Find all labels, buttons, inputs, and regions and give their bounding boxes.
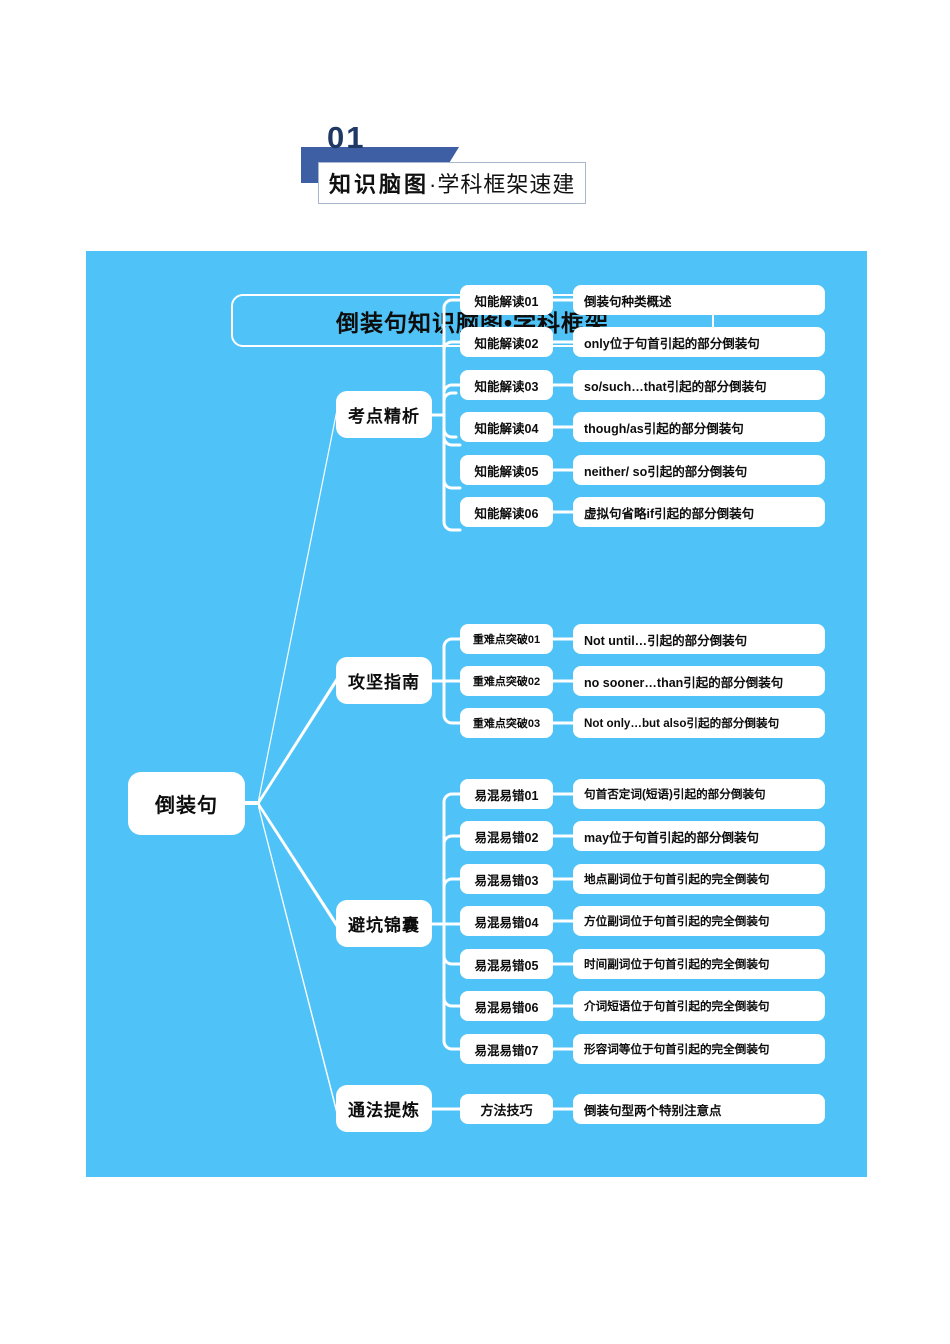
mid-node-1-2[interactable]: 知能解读02 [460, 327, 553, 357]
mid-label-2-2: 重难点突破02 [472, 676, 541, 688]
mid-label-1-5: 知能解读05 [474, 464, 539, 479]
leaf-label-3-5: 时间副词位于句首引起的完全倒装句 [584, 958, 770, 971]
mid-node-3-7[interactable]: 易混易错07 [460, 1034, 553, 1064]
leaf-node-1-6[interactable]: 虚拟句省略if引起的部分倒装句 [573, 497, 825, 527]
mid-label-3-6: 易混易错06 [474, 1000, 539, 1015]
mid-label-3-2: 易混易错02 [474, 830, 539, 845]
header-title-rest: ·学科框架速建 [429, 172, 576, 197]
leaf-label-1-1: 倒装句种类概述 [584, 294, 672, 309]
leaf-node-3-4[interactable]: 方位副词位于句首引起的完全倒装句 [573, 906, 825, 936]
leaf-label-3-1: 句首否定词(短语)引起的部分倒装句 [584, 788, 766, 801]
mid-label-3-1: 易混易错01 [474, 788, 539, 803]
leaf-node-4-1[interactable]: 倒装句型两个特别注意点 [573, 1094, 825, 1124]
mid-node-3-3[interactable]: 易混易错03 [460, 864, 553, 894]
mid-node-4-1[interactable]: 方法技巧 [460, 1094, 553, 1124]
leaf-node-1-5[interactable]: neither/ so引起的部分倒装句 [573, 455, 825, 485]
mid-label-1-1: 知能解读01 [474, 294, 539, 309]
mid-label-3-7: 易混易错07 [474, 1043, 539, 1058]
connector-layer [243, 298, 575, 1112]
mid-label-1-6: 知能解读06 [474, 506, 539, 521]
page-header: 01 知识脑图 ·学科框架速建 [0, 0, 950, 250]
mid-node-3-5[interactable]: 易混易错05 [460, 949, 553, 979]
branch-label-2: 攻坚指南 [348, 673, 420, 692]
branch-node-3[interactable]: 避坑锦囊 [336, 900, 432, 947]
leaf-label-3-2: may位于句首引起的部分倒装句 [584, 830, 760, 845]
mid-node-3-2[interactable]: 易混易错02 [460, 821, 553, 851]
leaf-node-2-1[interactable]: Not until…引起的部分倒装句 [573, 624, 825, 654]
mid-label-1-2: 知能解读02 [474, 336, 539, 351]
leaf-label-1-3: so/such…that引起的部分倒装句 [584, 379, 767, 394]
leaf-label-1-4: though/as引起的部分倒装句 [584, 421, 744, 436]
mid-node-3-1[interactable]: 易混易错01 [460, 779, 553, 809]
leaf-label-1-2: only位于句首引起的部分倒装句 [584, 336, 760, 351]
mid-node-2-3[interactable]: 重难点突破03 [460, 708, 553, 738]
leaf-label-3-4: 方位副词位于句首引起的完全倒装句 [584, 915, 770, 928]
mid-label-2-3: 重难点突破03 [472, 718, 541, 730]
leaf-node-3-7[interactable]: 形容词等位于句首引起的完全倒装句 [573, 1034, 825, 1064]
header-title-strong: 知识脑图 [329, 172, 430, 197]
mid-node-1-6[interactable]: 知能解读06 [460, 497, 553, 527]
leaf-node-3-1[interactable]: 句首否定词(短语)引起的部分倒装句 [573, 779, 825, 809]
leaf-node-1-3[interactable]: so/such…that引起的部分倒装句 [573, 370, 825, 400]
mid-node-1-1[interactable]: 知能解读01 [460, 285, 553, 315]
leaf-label-2-2: no sooner…than引起的部分倒装句 [584, 675, 784, 690]
mid-label-3-4: 易混易错04 [474, 915, 539, 930]
mid-node-2-1[interactable]: 重难点突破01 [460, 624, 553, 654]
mindmap-panel: 倒装句知识脑图•学科框架 [86, 251, 867, 1177]
branch-label-4: 通法提炼 [348, 1101, 420, 1120]
leaf-label-2-3: Not only…but also引起的部分倒装句 [584, 717, 780, 730]
leaf-label-3-3: 地点副词位于句首引起的完全倒装句 [584, 873, 770, 886]
mid-node-1-5[interactable]: 知能解读05 [460, 455, 553, 485]
mindmap-root-label: 倒装句 [155, 795, 218, 817]
mid-label-1-3: 知能解读03 [474, 379, 539, 394]
branch-node-1[interactable]: 考点精析 [336, 391, 432, 438]
mindmap-root-node[interactable]: 倒装句 [128, 772, 245, 835]
leaf-node-2-2[interactable]: no sooner…than引起的部分倒装句 [573, 666, 825, 696]
leaf-node-1-4[interactable]: though/as引起的部分倒装句 [573, 412, 825, 442]
leaf-node-2-3[interactable]: Not only…but also引起的部分倒装句 [573, 708, 825, 738]
mid-label-1-4: 知能解读04 [474, 421, 539, 436]
mid-node-1-3[interactable]: 知能解读03 [460, 370, 553, 400]
header-title-box: 知识脑图 ·学科框架速建 [318, 162, 587, 204]
leaf-label-2-1: Not until…引起的部分倒装句 [584, 633, 748, 648]
leaf-label-3-7: 形容词等位于句首引起的完全倒装句 [584, 1043, 770, 1056]
header-section-number: 01 [327, 120, 366, 155]
branch-label-3: 避坑锦囊 [348, 916, 420, 935]
mid-node-3-4[interactable]: 易混易错04 [460, 906, 553, 936]
leaf-label-1-6: 虚拟句省略if引起的部分倒装句 [584, 506, 755, 521]
leaf-node-1-2[interactable]: only位于句首引起的部分倒装句 [573, 327, 825, 357]
leaf-node-3-6[interactable]: 介词短语位于句首引起的完全倒装句 [573, 991, 825, 1021]
mid-label-3-5: 易混易错05 [474, 958, 539, 973]
mid-node-2-2[interactable]: 重难点突破02 [460, 666, 553, 696]
leaf-node-3-3[interactable]: 地点副词位于句首引起的完全倒装句 [573, 864, 825, 894]
branch-node-2[interactable]: 攻坚指南 [336, 657, 432, 704]
leaf-node-3-5[interactable]: 时间副词位于句首引起的完全倒装句 [573, 949, 825, 979]
branch-label-1: 考点精析 [348, 407, 420, 426]
leaf-label-4-1: 倒装句型两个特别注意点 [584, 1103, 722, 1118]
leaf-node-3-2[interactable]: may位于句首引起的部分倒装句 [573, 821, 825, 851]
mid-label-2-1: 重难点突破01 [472, 634, 541, 646]
mid-label-3-3: 易混易错03 [474, 873, 539, 888]
leaf-node-1-1[interactable]: 倒装句种类概述 [573, 285, 825, 315]
mid-node-1-4[interactable]: 知能解读04 [460, 412, 553, 442]
branch-node-4[interactable]: 通法提炼 [336, 1085, 432, 1132]
mid-label-4-1: 方法技巧 [480, 1102, 533, 1118]
mid-node-3-6[interactable]: 易混易错06 [460, 991, 553, 1021]
leaf-label-3-6: 介词短语位于句首引起的完全倒装句 [584, 1000, 770, 1013]
leaf-label-1-5: neither/ so引起的部分倒装句 [584, 464, 748, 479]
